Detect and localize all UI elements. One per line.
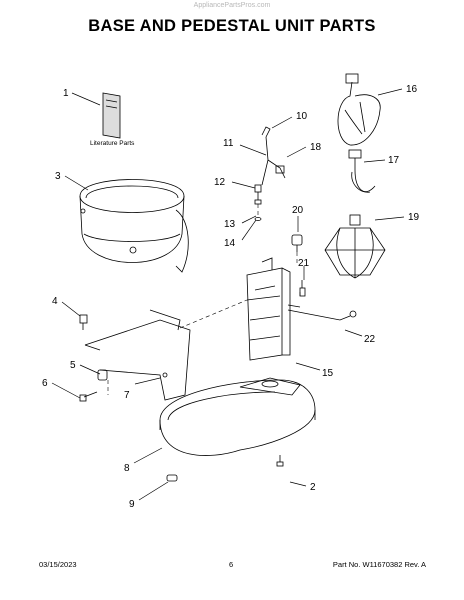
footer-page-number: 6 <box>229 560 234 569</box>
callout-12: 12 <box>214 177 226 188</box>
screw-washer-parts <box>254 184 262 221</box>
callout-14: 14 <box>224 238 236 249</box>
callout-21: 21 <box>298 258 310 269</box>
literature-booklet-part <box>102 92 121 139</box>
stud-part <box>79 314 88 330</box>
pedestal-column-part <box>246 257 291 361</box>
callout-3: 3 <box>55 171 61 182</box>
callout-18: 18 <box>310 142 322 153</box>
callout-16: 16 <box>406 84 418 95</box>
callout-6: 6 <box>42 378 48 389</box>
bowl-clamp-plate-part <box>84 309 191 401</box>
foot-part <box>166 474 178 482</box>
footer-part-number: Part No. W11670382 Rev. A <box>332 560 426 569</box>
callout-11: 11 <box>223 138 234 149</box>
mixing-bowl-part <box>79 179 189 273</box>
flat-beater-part <box>337 73 381 146</box>
pin-parts <box>79 369 108 402</box>
callout-2: 2 <box>310 482 316 493</box>
base-screw-part <box>276 455 284 467</box>
footer-date: 03/15/2023 <box>39 560 77 569</box>
page-title: BASE AND PEDESTAL UNIT PARTS <box>88 17 376 35</box>
locking-lever-part <box>261 126 286 186</box>
callout-13: 13 <box>224 219 236 230</box>
callout-numbers: 1 2 3 4 5 6 7 8 9 10 11 12 13 14 15 16 1… <box>42 84 420 510</box>
crank-handle-part <box>287 304 357 321</box>
literature-parts-label: Literature Parts <box>90 140 135 147</box>
callout-22: 22 <box>364 334 376 345</box>
base-part <box>159 377 316 456</box>
callout-5: 5 <box>70 360 76 371</box>
watermark: AppliancePartsPros.com <box>193 2 271 9</box>
callout-17: 17 <box>388 155 400 166</box>
callout-7: 7 <box>124 390 130 401</box>
callout-19: 19 <box>408 212 420 223</box>
dough-hook-part <box>348 149 376 193</box>
callout-10: 10 <box>296 111 308 122</box>
callout-4: 4 <box>52 296 58 307</box>
callout-8: 8 <box>124 463 130 474</box>
callout-9: 9 <box>129 499 135 510</box>
callout-20: 20 <box>292 205 304 216</box>
callout-leader-lines <box>51 88 405 501</box>
callout-15: 15 <box>322 368 334 379</box>
wire-whip-part <box>324 214 386 279</box>
alignment-dashed-lines <box>107 204 301 395</box>
callout-1: 1 <box>63 88 69 99</box>
